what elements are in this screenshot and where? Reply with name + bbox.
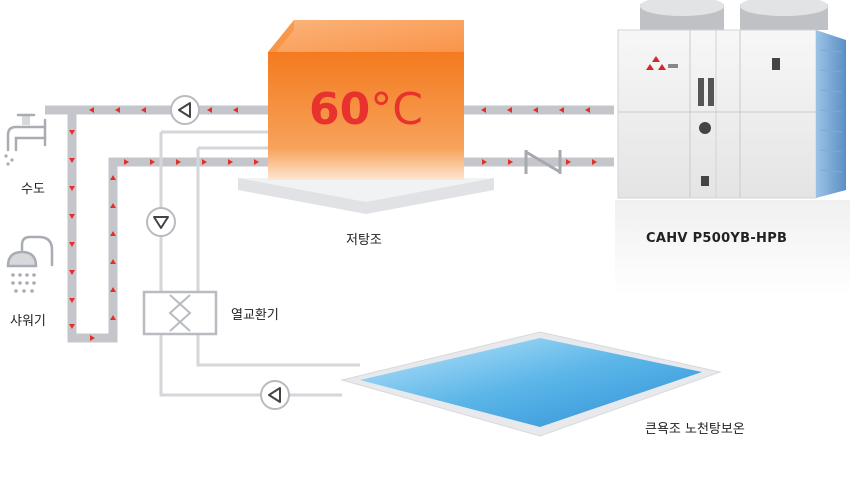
storage-tank <box>238 20 494 214</box>
arrows-right-pipe <box>110 175 116 320</box>
shower-label: 샤워기 <box>10 314 46 329</box>
exchanger-loop-inner <box>196 148 360 367</box>
pump-icon <box>170 95 200 125</box>
fan-icon <box>640 0 724 30</box>
fan-icon <box>740 0 828 30</box>
faucet-icon <box>4 113 47 166</box>
heat-pump-unit <box>615 0 850 295</box>
tank-top <box>268 20 464 52</box>
heat-exchanger-label: 열교환기 <box>231 308 279 323</box>
pool-water <box>360 338 702 427</box>
arrows-left-pipe <box>69 130 75 329</box>
tank-front <box>268 52 464 180</box>
tap-water-label: 수도 <box>21 182 45 197</box>
pool <box>340 331 722 437</box>
temperature-value: 60 <box>309 84 371 135</box>
pool-label: 큰욕조 노천탕보온 <box>645 422 745 437</box>
check-valve-icon <box>524 150 562 174</box>
heat-exchanger-icon <box>142 290 218 336</box>
shower-icon <box>6 235 54 293</box>
brand-logo <box>646 56 678 70</box>
arrows-middle-pipe <box>124 159 597 165</box>
tank-label: 저탕조 <box>346 233 382 248</box>
arrow-bottom <box>90 335 95 341</box>
pump-icon <box>260 380 290 410</box>
flow-arrows <box>69 107 597 341</box>
tank-temperature: 60°C <box>268 84 464 135</box>
temperature-unit: °C <box>370 84 423 135</box>
pump-icon <box>146 207 176 237</box>
arrows-top-pipe <box>89 107 590 113</box>
heat-pump-model-label: CAHV P500YB-HPB <box>646 231 788 246</box>
